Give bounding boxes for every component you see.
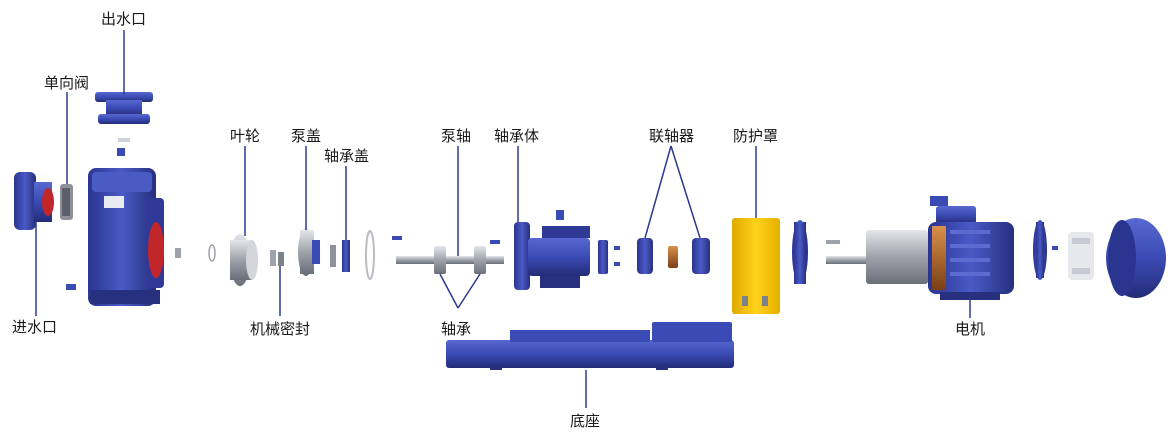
leader-bearing-b: [457, 273, 481, 309]
motor-fan: [1068, 232, 1094, 280]
check-valve: [60, 184, 73, 220]
bearing-cover: [330, 240, 350, 272]
motor-body: [928, 196, 1014, 300]
label-bearing-housing: 轴承体: [494, 127, 540, 145]
pump-cover: [298, 228, 320, 276]
o-ring: [365, 230, 375, 280]
label-impeller: 叶轮: [230, 127, 261, 145]
motor-rear-cover: [1033, 220, 1058, 280]
label-pump-shaft: 泵轴: [441, 127, 472, 145]
bearing-cover-2: [598, 240, 620, 274]
label-motor: 电机: [955, 320, 986, 338]
label-mechanical-seal: 机械密封: [250, 320, 311, 338]
pump-casing: [66, 168, 164, 306]
label-pump-cover: 泵盖: [291, 127, 322, 145]
label-base: 底座: [570, 412, 601, 430]
impeller: [230, 234, 258, 286]
fan-cover: [1106, 218, 1166, 298]
motor-rotor: [826, 230, 928, 284]
leader-lines: [35, 30, 971, 408]
leader-bearing-a: [439, 273, 459, 309]
label-outlet: 出水口: [101, 10, 147, 28]
label-coupling: 联轴器: [649, 127, 695, 145]
guard: [732, 218, 780, 314]
label-inlet: 进水口: [12, 318, 58, 336]
label-guard: 防护罩: [733, 127, 779, 145]
leader-coupling-a: [644, 145, 672, 239]
pump-shaft: [392, 236, 504, 274]
outlet-flange: [95, 92, 153, 156]
coupling: [637, 238, 710, 274]
label-bearing-cover: 轴承盖: [324, 147, 370, 165]
base-plate: [446, 322, 734, 370]
bearing-housing: [514, 210, 590, 290]
seal-ring: [175, 244, 216, 262]
label-bearing: 轴承: [441, 320, 472, 338]
leader-coupling-b: [670, 145, 701, 239]
motor-front-cover: [792, 220, 808, 284]
inlet-flange: [14, 172, 54, 230]
mechanical-seal: [270, 250, 284, 266]
label-check-valve: 单向阀: [44, 74, 90, 92]
